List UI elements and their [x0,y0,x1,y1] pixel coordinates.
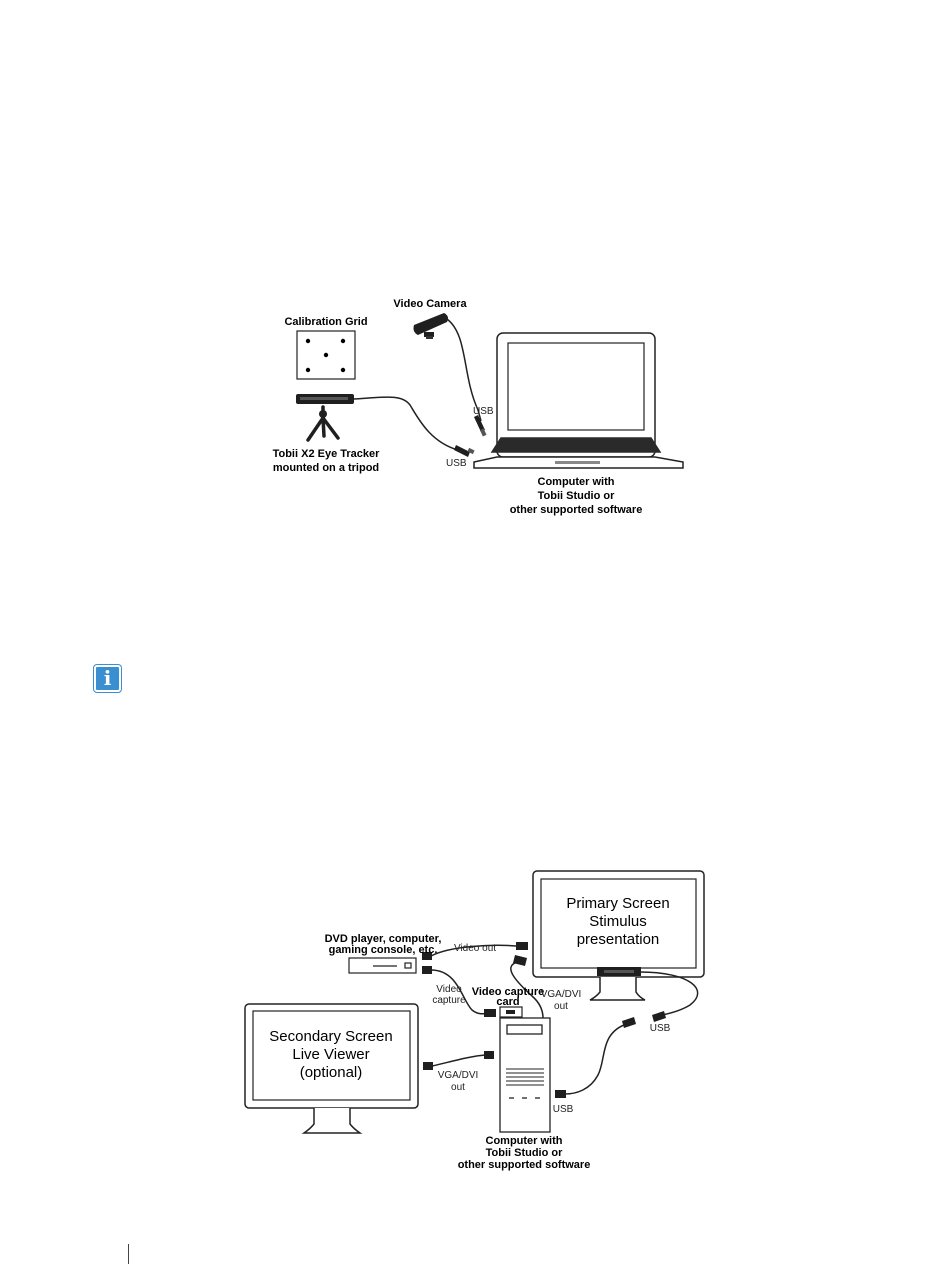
camera-usb-cable [446,318,487,437]
primary-screen-line1: Primary Screen [566,895,669,912]
computer-label-line3: other supported software [510,504,643,516]
video-capture-line1: Video [436,984,462,995]
computer-label-line2: Tobii Studio or [538,490,615,502]
video-out-label: Video out [454,943,496,954]
primary-monitor-icon [532,870,705,1001]
desktop-computer-label-line3: other supported software [458,1159,591,1171]
eye-tracker-icon [296,394,354,404]
dvd-player-icon [348,957,417,974]
desktop-computer-label-line2: Tobii Studio or [486,1147,563,1159]
video-capture-line2: capture [432,995,466,1006]
vga-primary-line1: VGA/DVI [541,989,582,1000]
video-camera-label: Video Camera [393,298,467,310]
calibration-grid-icon [296,330,356,380]
video-camera-icon [413,313,448,339]
capture-card-icon [499,1006,523,1018]
secondary-screen-line1: Secondary Screen [269,1028,392,1045]
secondary-screen-line3: (optional) [300,1064,363,1081]
vga-secondary-line2: out [451,1082,465,1093]
vga-primary-line2: out [554,1001,568,1012]
setup-diagram-desktop: Primary Screen Stimulus presentation DVD… [244,870,705,1171]
dvd-label-line2: gaming console, etc. [329,944,438,956]
tracker-label-line2: mounted on a tripod [273,462,379,474]
computer-label-line1: Computer with [538,476,615,488]
page-footer-divider [128,1244,129,1264]
video-out-cable [422,942,528,960]
vga-secondary-line1: VGA/DVI [438,1070,479,1081]
primary-screen-line3: presentation [577,931,660,948]
vga-secondary-cable [423,1051,494,1070]
usb-bottom-label: USB [553,1104,574,1115]
tripod-icon [306,405,340,442]
tracker-usb-cable [353,396,475,457]
usb-camera-label: USB [473,406,494,417]
usb-top-label: USB [650,1023,671,1034]
video-capture-cable [422,966,496,1017]
desktop-computer-label-line1: Computer with [486,1135,563,1147]
info-icon: i [94,665,121,692]
dvd-label-line1: DVD player, computer, [325,933,442,945]
usb-tracker-label: USB [446,458,467,469]
capture-card-line2: card [496,996,519,1008]
usb-cable-tracker [555,971,699,1098]
setup-diagram-laptop: Video Camera Calibration Grid Tobii X2 E… [273,298,684,516]
tracker-label-line1: Tobii X2 Eye Tracker [273,448,381,460]
secondary-screen-line2: Live Viewer [292,1046,369,1063]
primary-screen-line2: Stimulus [589,913,647,930]
laptop-icon [473,332,684,469]
calibration-grid-label: Calibration Grid [284,316,367,328]
capture-card-line1: Video capture [472,986,545,998]
tower-computer-icon [499,1017,551,1133]
secondary-monitor-icon [244,1003,419,1134]
